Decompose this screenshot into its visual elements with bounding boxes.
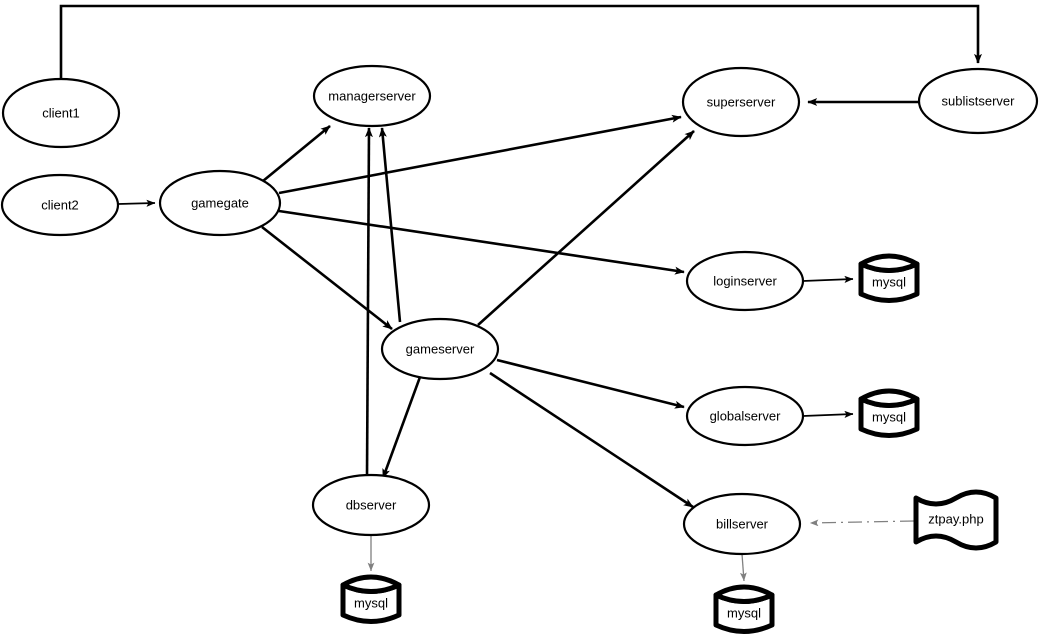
- edge-gameserver-to-dbserver[interactable]: [381, 376, 422, 479]
- database-cylinder-top-icon: [713, 584, 775, 604]
- node-mysql-billserver[interactable]: mysql: [713, 584, 775, 634]
- node-billserver[interactable]: billserver: [682, 492, 802, 556]
- node-ztpay-php[interactable]: ztpay.php: [913, 489, 999, 551]
- edge-gamegate-to-loginserver[interactable]: [278, 209, 685, 275]
- managerserver-shape[interactable]: [312, 64, 432, 128]
- gameserver-shape[interactable]: [380, 317, 500, 381]
- gamegate-shape[interactable]: [158, 169, 282, 237]
- edges-layer: [59, 4, 982, 582]
- edge-gamegate-to-managerserver[interactable]: [262, 124, 331, 183]
- loginserver-shape[interactable]: [685, 250, 805, 312]
- sublistserver-shape[interactable]: [917, 67, 1039, 135]
- edge-gameserver-to-superserver[interactable]: [477, 130, 695, 326]
- nodes-layer: client1 client2 gamegate managerserver s…: [0, 64, 1039, 634]
- node-client1[interactable]: client1: [1, 77, 121, 149]
- document-wave-icon[interactable]: [913, 489, 999, 551]
- node-client2[interactable]: client2: [0, 173, 120, 237]
- edge-globalserver-to-mysql[interactable]: [802, 410, 854, 418]
- edge-gamegate-to-superserver[interactable]: [278, 114, 682, 195]
- node-dbserver[interactable]: dbserver: [311, 473, 431, 537]
- database-cylinder-top-icon: [858, 253, 920, 273]
- edge-gameserver-to-globalserver[interactable]: [496, 358, 685, 409]
- node-mysql-dbserver[interactable]: mysql: [340, 574, 402, 624]
- edge-dbserver-to-managerserver[interactable]: [364, 127, 373, 478]
- billserver-shape[interactable]: [682, 492, 802, 556]
- node-superserver[interactable]: superserver: [681, 66, 801, 138]
- edge-client2-to-gamegate[interactable]: [117, 199, 156, 207]
- edge-gamegate-to-gameserver[interactable]: [261, 225, 393, 331]
- node-mysql-globalserver[interactable]: mysql: [858, 388, 920, 438]
- database-cylinder-top-icon: [858, 388, 920, 408]
- node-mysql-loginserver[interactable]: mysql: [858, 253, 920, 303]
- node-loginserver[interactable]: loginserver: [685, 250, 805, 312]
- edge-client1-to-sublistserver[interactable]: [59, 4, 982, 79]
- client1-shape[interactable]: [1, 77, 121, 149]
- node-gameserver[interactable]: gameserver: [380, 317, 500, 381]
- node-globalserver[interactable]: globalserver: [685, 385, 805, 447]
- client2-shape[interactable]: [0, 173, 120, 237]
- edge-gameserver-to-managerserver[interactable]: [378, 127, 402, 323]
- edge-gameserver-to-billserver[interactable]: [489, 371, 694, 509]
- superserver-shape[interactable]: [681, 66, 801, 138]
- dbserver-shape[interactable]: [311, 473, 431, 537]
- database-cylinder-top-icon: [340, 574, 402, 594]
- node-gamegate[interactable]: gamegate: [158, 169, 282, 237]
- node-sublistserver[interactable]: sublistserver: [917, 67, 1039, 135]
- node-managerserver[interactable]: managerserver: [312, 64, 432, 128]
- edge-billserver-to-mysql[interactable]: [739, 553, 747, 582]
- edge-loginserver-to-mysql[interactable]: [802, 275, 854, 283]
- globalserver-shape[interactable]: [685, 385, 805, 447]
- edge-ztpay-to-billserver[interactable]: [809, 519, 915, 527]
